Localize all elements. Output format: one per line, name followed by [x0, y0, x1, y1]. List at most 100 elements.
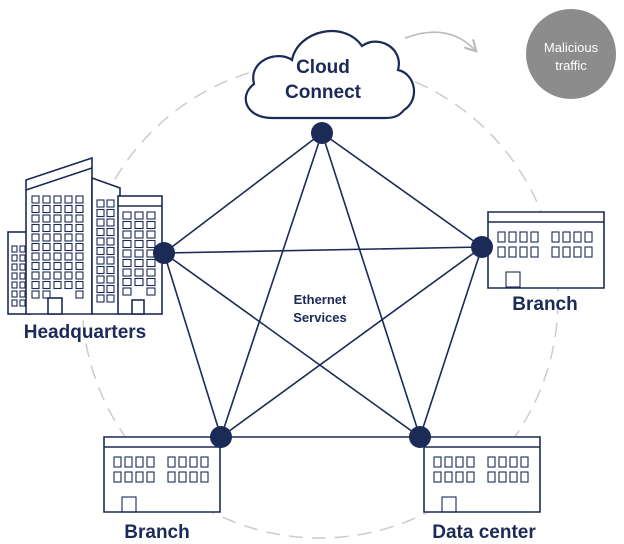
window [509, 471, 518, 483]
window [134, 258, 144, 268]
window [122, 239, 132, 249]
center-label-line2: Services [293, 310, 347, 325]
window [106, 218, 115, 227]
window [96, 275, 105, 284]
window [64, 280, 73, 290]
window [134, 249, 144, 258]
cloud-label-line1: Cloud [296, 57, 350, 78]
window [146, 239, 156, 249]
window [433, 456, 442, 468]
window [106, 237, 115, 246]
window [96, 256, 105, 265]
window [75, 195, 84, 204]
window [96, 227, 105, 237]
window [75, 214, 84, 223]
window [53, 271, 62, 280]
window [113, 456, 122, 468]
door [441, 496, 457, 513]
window [31, 242, 40, 252]
window [75, 290, 84, 299]
window [31, 195, 40, 204]
window [75, 261, 84, 271]
window [31, 252, 40, 261]
window [53, 223, 62, 233]
window [200, 456, 209, 468]
window [96, 265, 105, 275]
window [75, 204, 84, 214]
window [106, 294, 115, 303]
window [122, 249, 132, 258]
window [106, 227, 115, 237]
window [562, 231, 571, 243]
node-branch-left [210, 426, 232, 448]
window [134, 268, 144, 277]
window [53, 261, 62, 271]
window [75, 280, 84, 290]
window [42, 261, 51, 271]
cloud-label-line2: Connect [285, 82, 362, 103]
link-branch-right-datacenter [419, 246, 483, 438]
window [178, 471, 187, 483]
window [96, 208, 105, 218]
window [42, 290, 51, 299]
window [11, 272, 18, 280]
window [64, 233, 73, 242]
window [113, 471, 122, 483]
window [124, 471, 133, 483]
window [551, 231, 560, 243]
window [122, 258, 132, 268]
window [498, 456, 507, 468]
malicious-label-line1: Malicious [544, 40, 599, 55]
window [122, 211, 132, 220]
link-branch-right-branch-left [220, 246, 483, 438]
window [122, 230, 132, 239]
window [509, 456, 518, 468]
window [466, 471, 475, 483]
data-center-windows [433, 456, 529, 513]
window [42, 233, 51, 242]
branch-left-label: Branch [124, 522, 189, 543]
window [167, 471, 176, 483]
node-data-center [409, 426, 431, 448]
window [122, 287, 132, 296]
malicious-label-line2: traffic [555, 58, 587, 73]
mesh-links [163, 132, 483, 438]
center-label-line1: Ethernet [294, 292, 347, 307]
link-cloud-branch-left [220, 132, 323, 438]
window [53, 233, 62, 242]
window [31, 204, 40, 214]
window [96, 199, 105, 208]
redirect-arrow-icon [404, 31, 475, 50]
link-hq-datacenter [163, 252, 421, 438]
window [64, 242, 73, 252]
window [53, 195, 62, 204]
window [562, 246, 571, 258]
link-hq-branch-left [163, 252, 222, 438]
window [146, 230, 156, 239]
node-cloud [311, 122, 333, 144]
window [135, 456, 144, 468]
window [122, 277, 132, 287]
branch-building-icon [487, 211, 605, 289]
window [64, 204, 73, 214]
window [520, 471, 529, 483]
window [122, 220, 132, 230]
window [146, 220, 156, 230]
window [53, 252, 62, 261]
window [520, 456, 529, 468]
window [146, 471, 155, 483]
window [42, 280, 51, 290]
window [497, 246, 506, 258]
window [530, 231, 539, 243]
window [487, 456, 496, 468]
window [106, 284, 115, 294]
window [64, 195, 73, 204]
node-branch-right [471, 236, 493, 258]
window [19, 263, 26, 271]
window [106, 275, 115, 284]
window [498, 471, 507, 483]
branch-building-icon [103, 436, 221, 513]
window [31, 290, 40, 299]
window [530, 246, 539, 258]
window [31, 223, 40, 233]
